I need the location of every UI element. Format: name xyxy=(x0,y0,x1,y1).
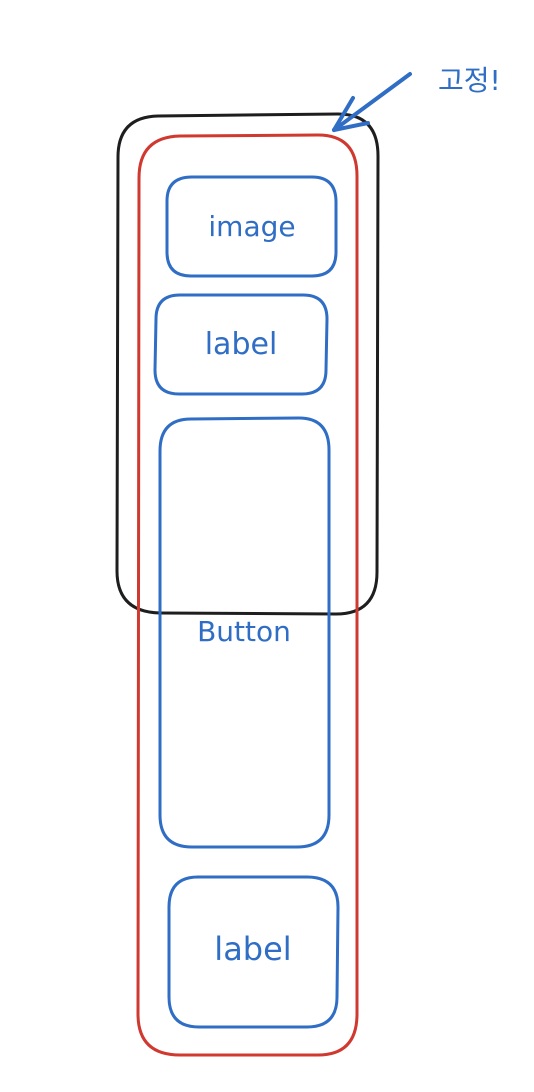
annotation-text: 고정! xyxy=(438,64,501,97)
label-box-top xyxy=(153,293,329,396)
scroll-container-outline xyxy=(136,133,359,1057)
label-box-top-label: label xyxy=(205,327,278,362)
fixed-viewport-frame xyxy=(115,112,380,616)
button-box-label: Button xyxy=(197,615,291,648)
image-box xyxy=(165,175,338,278)
image-box-label: image xyxy=(208,210,295,243)
label-box-bottom xyxy=(167,875,340,1029)
label-box-bottom-label: label xyxy=(214,930,291,968)
button-box xyxy=(158,416,331,849)
annotation-arrow xyxy=(332,72,412,132)
